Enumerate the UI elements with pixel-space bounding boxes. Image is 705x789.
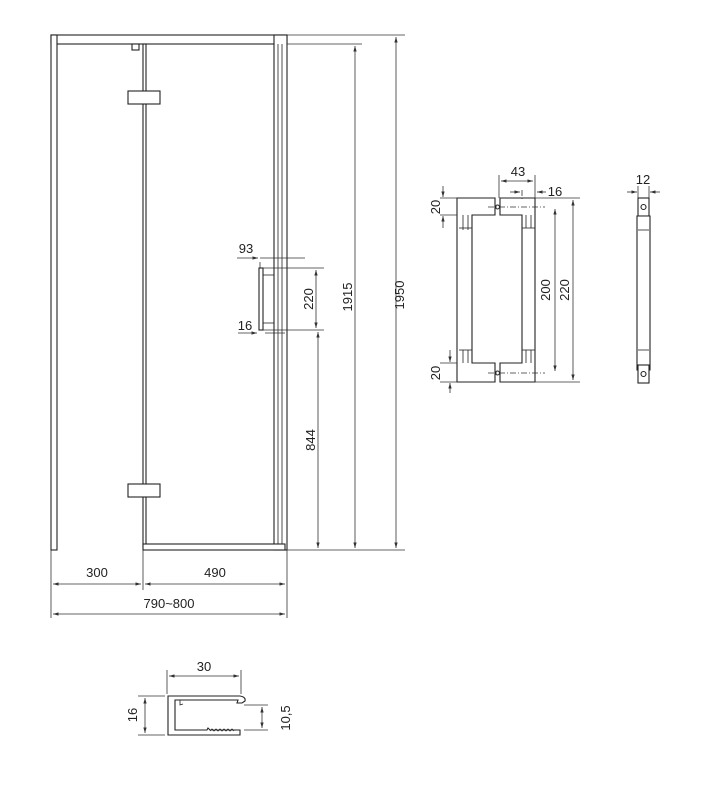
dim-handle-depth: 16: [238, 318, 252, 333]
dim-profile-width: 30: [197, 659, 211, 674]
dim-bar-width: 16: [548, 184, 562, 199]
hinge-edge: [142, 43, 147, 548]
bottom-seal: [142, 543, 286, 551]
profile-shape: [167, 695, 246, 736]
handle-detail-view: 43 16 20 20 200 220: [428, 164, 660, 393]
handle-right-part: [499, 197, 536, 383]
door-dimensions: 1950 1915 220 844 93 16 300 490 790~800: [50, 34, 407, 618]
dim-handle-offset: 93: [239, 241, 253, 256]
shower-door-front-view: [50, 34, 288, 551]
left-wall-profile: [50, 34, 58, 551]
top-pivot: [131, 43, 140, 51]
lower-hinge: [127, 483, 161, 498]
dim-handle-height: 844: [303, 429, 318, 451]
handle-side-view: 12: [627, 172, 660, 384]
dim-bottom-block: 20: [428, 366, 443, 380]
door-handle: [258, 267, 264, 331]
dim-handle-length: 220: [301, 288, 316, 310]
screw-hole-icon: [640, 370, 647, 378]
dim-handle-total-length: 220: [557, 279, 572, 301]
dim-door-width: 490: [204, 565, 226, 580]
dim-side-thickness: 12: [636, 172, 650, 187]
dim-total-width: 790~800: [144, 596, 195, 611]
dim-handle-depth-43: 43: [511, 164, 525, 179]
screw-hole-icon: [640, 203, 647, 211]
upper-hinge: [127, 90, 161, 105]
dim-glass-height: 1915: [340, 283, 355, 312]
handle-left-part: [456, 197, 496, 383]
right-wall-profile: [273, 34, 288, 551]
dim-profile-inner-height: 10,5: [278, 705, 293, 730]
dim-hole-spacing: 200: [538, 279, 553, 301]
dim-top-block: 20: [428, 200, 443, 214]
bottom-profile-section: 30 16 10,5: [125, 659, 293, 736]
dim-total-height: 1950: [392, 281, 407, 310]
dim-profile-height: 16: [125, 708, 140, 722]
dim-fixed-width: 300: [86, 565, 108, 580]
top-frame: [50, 34, 288, 45]
